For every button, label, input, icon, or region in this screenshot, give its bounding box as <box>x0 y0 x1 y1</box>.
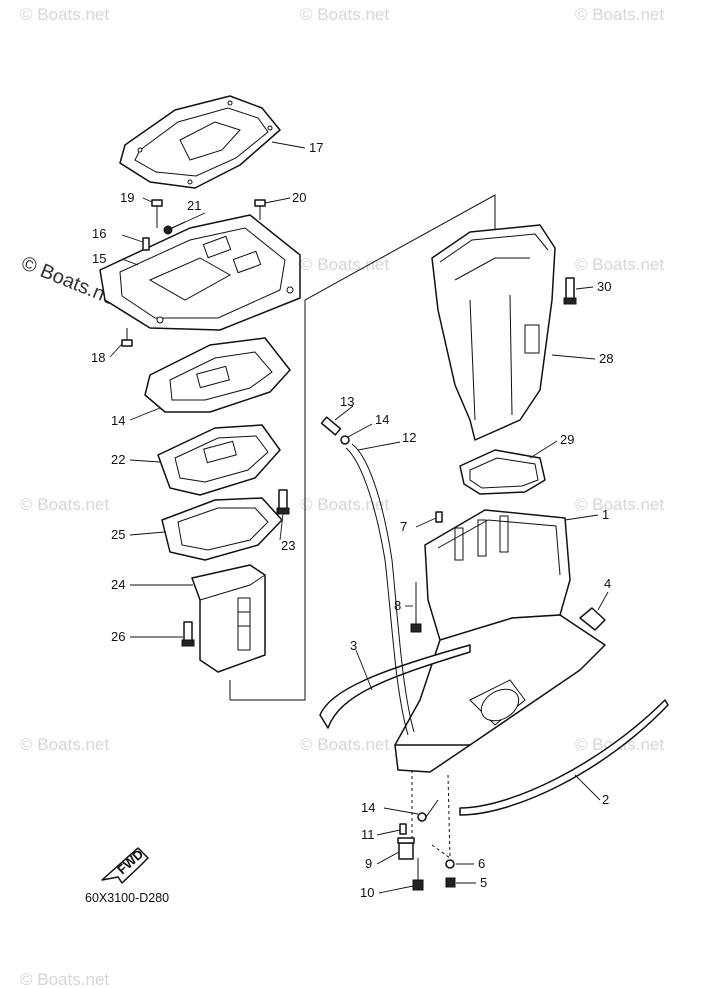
part-29-seal <box>459 449 546 495</box>
part-4-grommet <box>579 607 606 631</box>
part-1-upper-casing <box>394 509 606 773</box>
callout-29: 29 <box>560 432 574 447</box>
callout-25: 24 <box>111 577 125 592</box>
callout-10: 10 <box>360 885 374 900</box>
part-21-bolt <box>254 199 266 220</box>
part-8-bolt <box>410 582 422 633</box>
part-15-gasket <box>144 337 291 413</box>
fwd-direction-badge: FWD <box>101 846 149 884</box>
callout-16: 15 <box>92 251 106 266</box>
callout-22: 21 <box>187 198 201 213</box>
part-10-bolt <box>412 858 424 891</box>
part-5-bolt <box>445 877 456 888</box>
callout-17: 16 <box>92 226 106 241</box>
callout-28: 28 <box>599 351 613 366</box>
callout-18: 17 <box>309 140 323 155</box>
callout-14: 14 <box>375 412 389 427</box>
part-11-pin <box>399 823 407 835</box>
callout-7: 7 <box>400 519 407 534</box>
callout-20: 19 <box>120 190 134 205</box>
callout-14b: 14 <box>361 800 375 815</box>
callout-30: 30 <box>597 279 611 294</box>
watermark: © Boats.net <box>300 5 389 24</box>
callout-19: 18 <box>91 350 105 365</box>
callout-24: 23 <box>281 538 295 553</box>
watermark: © Boats.net <box>575 255 664 274</box>
watermark: © Boats.net <box>300 735 389 754</box>
callout-9: 9 <box>365 856 372 871</box>
dashed-guides <box>411 770 451 859</box>
part-16-upper-plate <box>99 214 301 331</box>
part-12-hose <box>345 443 415 736</box>
part-7-pin <box>435 511 443 523</box>
part-23-exhaust-guide <box>157 424 281 496</box>
part-18-gasket <box>119 95 281 189</box>
watermark: © Boats.net <box>20 495 109 514</box>
part-2-seal-strip <box>459 699 669 816</box>
watermark: © Boats.net <box>20 970 109 988</box>
part-14-clip <box>340 435 350 445</box>
callout-11: 11 <box>361 827 375 842</box>
watermark: © Boats.net <box>575 5 664 24</box>
diagram-code: 60X3100-D280 <box>85 891 169 905</box>
part-26-gasket <box>161 497 283 561</box>
part-25-exhaust-manifold <box>191 564 266 673</box>
callout-labels: 17 19 21 20 16 15 18 14 22 23 25 24 26 3… <box>91 140 613 900</box>
watermark-layer: © Boats.net © Boats.net © Boats.net © Bo… <box>18 5 664 988</box>
watermark: © Boats.net <box>300 255 389 274</box>
callout-27: 26 <box>111 629 125 644</box>
watermark: © Boats.net <box>20 735 109 754</box>
part-9-grommet <box>397 837 415 860</box>
watermark: © Boats.net <box>300 495 389 514</box>
callout-26: 25 <box>111 527 125 542</box>
callout-5: 5 <box>480 875 487 890</box>
part-6-washer <box>445 859 455 869</box>
callout-13: 13 <box>340 394 354 409</box>
part-3-seal-strip <box>319 644 471 729</box>
callout-21: 20 <box>292 190 306 205</box>
callout-15: 14 <box>111 413 125 428</box>
callout-12: 12 <box>402 430 416 445</box>
part-13-fitting <box>320 416 342 436</box>
part-19-bolt <box>121 328 133 347</box>
callout-3: 3 <box>350 638 357 653</box>
part-20-bolt <box>151 199 163 228</box>
callout-1: 1 <box>602 507 609 522</box>
callout-4: 4 <box>604 576 611 591</box>
watermark: © Boats.net <box>20 5 109 24</box>
assembly-boundary-lines <box>229 194 496 701</box>
callout-8: 8 <box>394 598 401 613</box>
part-28-upper-case <box>431 224 556 441</box>
callout-23: 22 <box>111 452 125 467</box>
part-24-bolt <box>276 489 290 515</box>
watermark: © Boats.net <box>575 495 664 514</box>
callout-2: 2 <box>602 792 609 807</box>
part-14b-clip <box>417 799 439 822</box>
part-27-bolt <box>181 621 195 647</box>
part-30-bolt <box>563 277 577 305</box>
part-17-pin <box>142 237 150 251</box>
callout-6: 6 <box>478 856 485 871</box>
callout-leaders <box>109 141 609 894</box>
